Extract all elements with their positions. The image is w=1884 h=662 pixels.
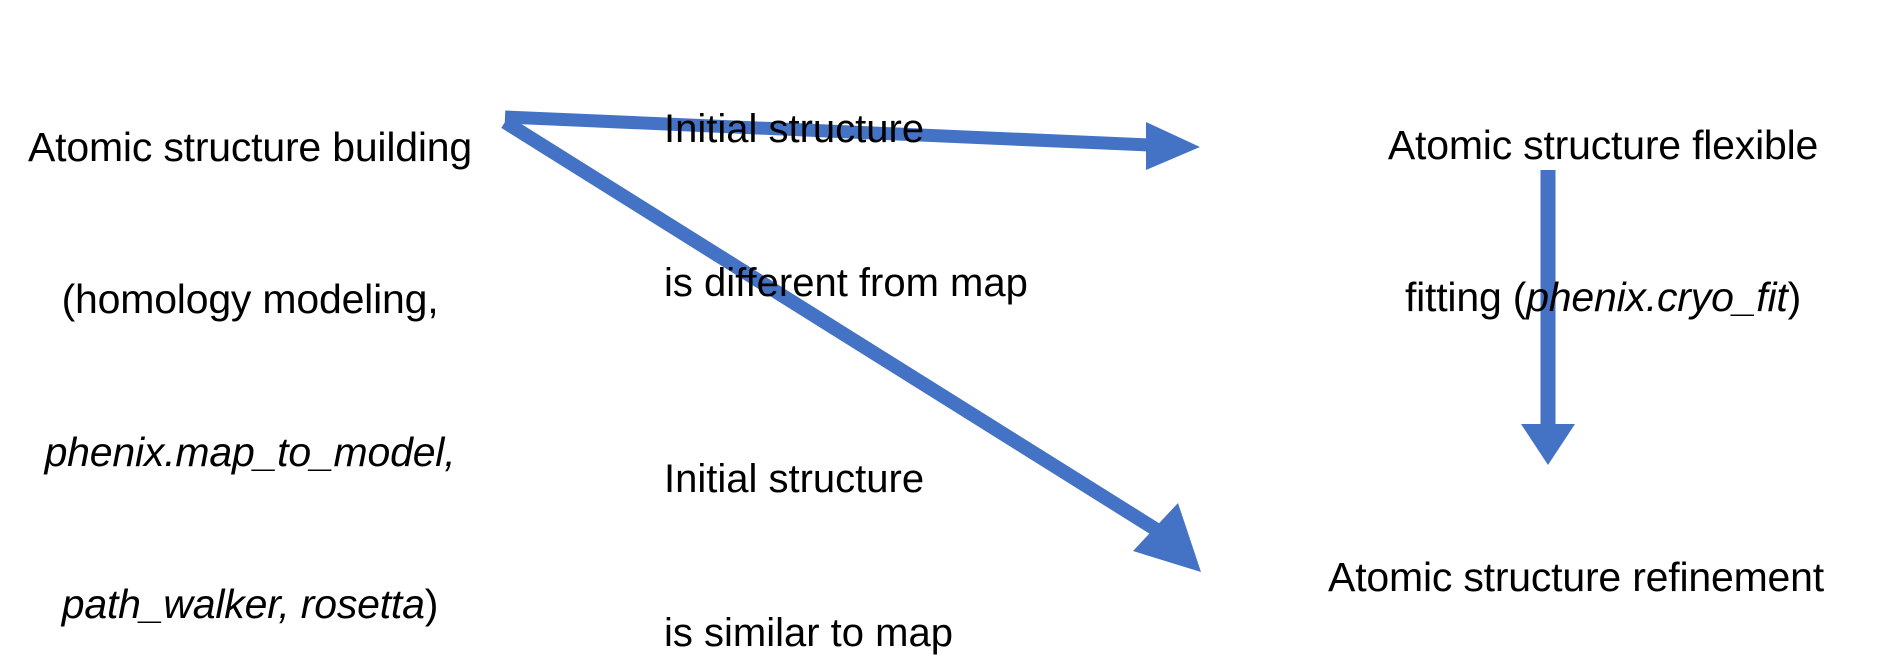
node-refinement-line-1: Atomic structure refinement	[1328, 553, 1824, 600]
node-atomic-structure-building: Atomic structure building (homology mode…	[0, 20, 500, 662]
node-flexible-fitting-suffix: )	[1787, 274, 1802, 321]
node-building-line-3: phenix.map_to_model,	[44, 428, 456, 475]
edge-label-initial-structure-different-from-map: Initial structure is different from map	[664, 2, 1184, 412]
edge-label-different-line-1: Initial structure	[664, 107, 925, 152]
node-building-line-4: path_walker, rosetta)	[0, 579, 500, 630]
edge-label-similar-line-1: Initial structure	[664, 457, 925, 502]
node-flexible-fitting-command: phenix.cryo_fit	[1526, 274, 1788, 321]
edge-label-different-line-2: is different from map	[664, 260, 1028, 305]
node-flexible-fitting-line-2: fitting (phenix.cryo_fit)	[1322, 272, 1884, 323]
node-building-line-4-italic: path_walker, rosetta	[61, 581, 425, 628]
edge-label-similar-line-2: is similar to map	[664, 610, 953, 655]
node-building-line-2: (homology modeling,	[61, 276, 439, 323]
node-atomic-structure-flexible-fitting: Atomic structure flexible fitting (pheni…	[1322, 18, 1884, 425]
node-building-line-4-tail: )	[424, 581, 439, 628]
node-flexible-fitting-prefix: fitting (	[1404, 274, 1527, 321]
edge-label-initial-structure-similar-to-map: Initial structure is similar to map	[664, 352, 1184, 662]
node-flexible-fitting-line-1: Atomic structure flexible	[1387, 121, 1819, 168]
node-atomic-structure-refinement: Atomic structure refinement (phenix.real…	[1268, 450, 1884, 662]
node-building-line-1: Atomic structure building	[28, 123, 472, 170]
